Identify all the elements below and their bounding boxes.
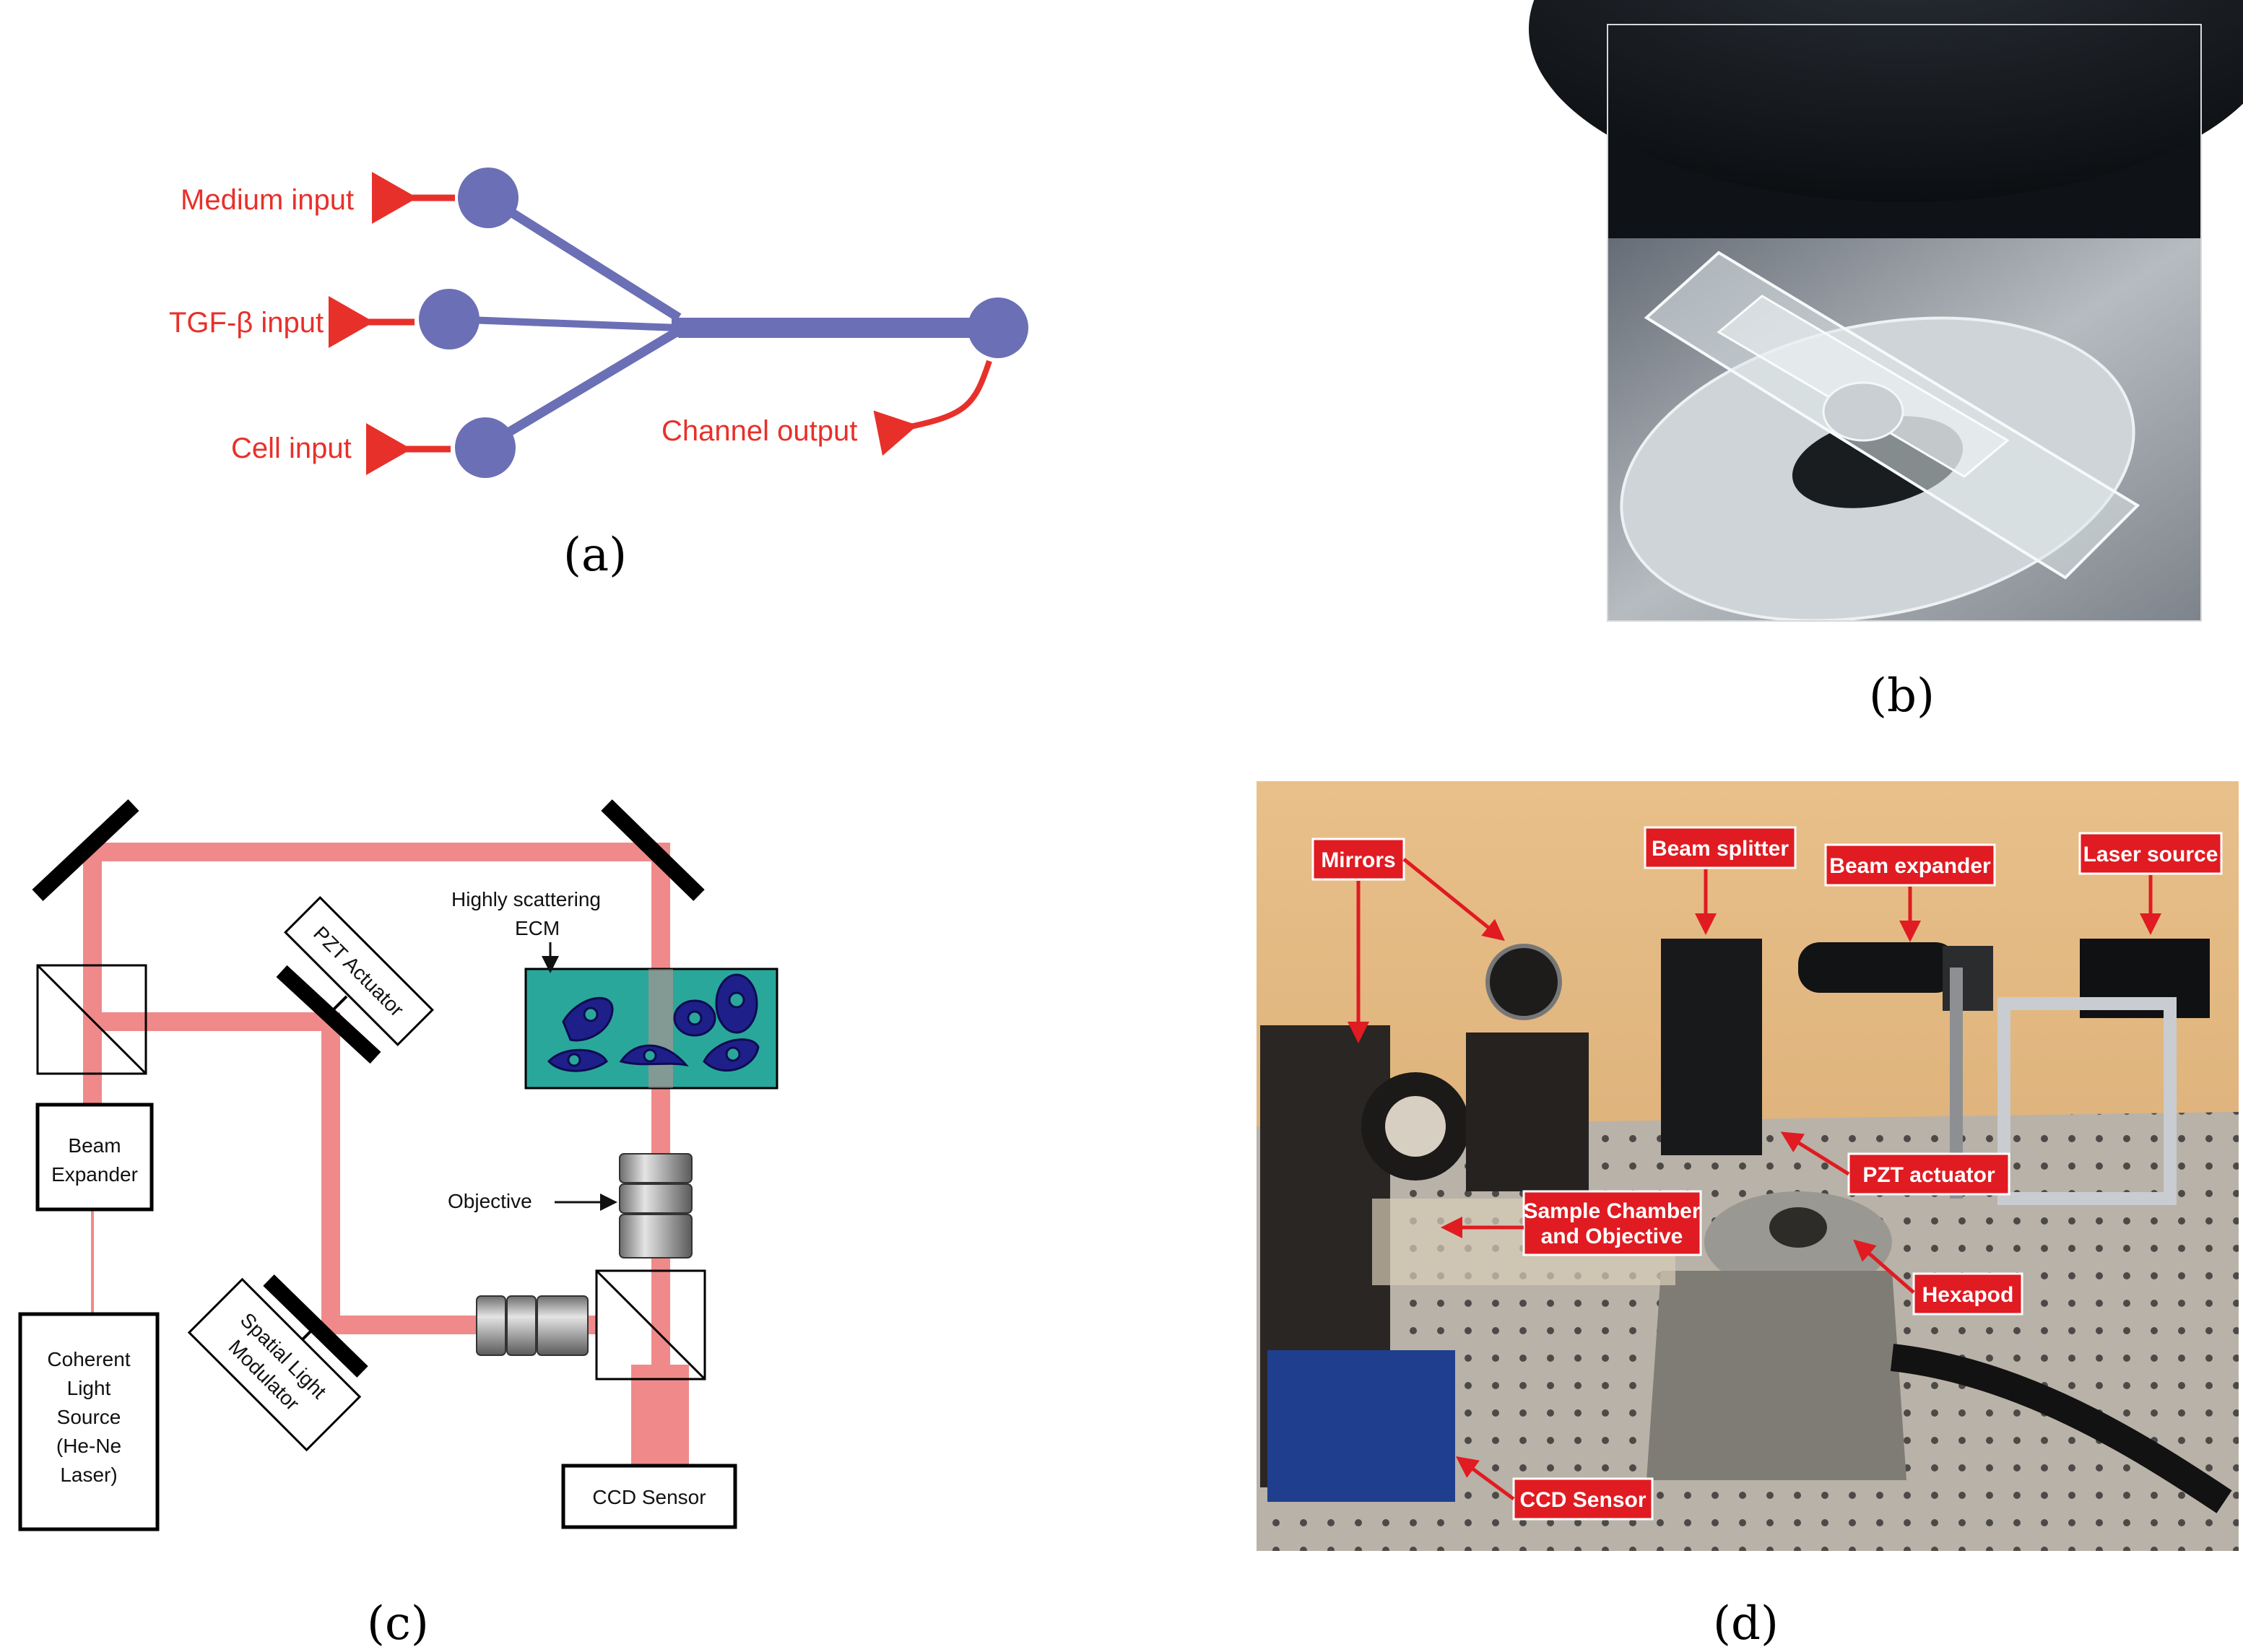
outlet-port (968, 297, 1028, 358)
panel-d-photo-optical-bench: Mirrors Beam splitter Beam expander Lase… (1257, 781, 2239, 1651)
panel-b-photo-microfluidic-chip: (b) (1529, 0, 2243, 723)
ccd-sensor-box: CCD Sensor (561, 1464, 737, 1529)
tag-hexapod: Hexapod (1912, 1272, 2023, 1316)
tag-pointers (1348, 858, 2161, 1501)
svg-text:Beam splitter: Beam splitter (1652, 837, 1789, 861)
tgf-inlet-port (419, 289, 480, 349)
svg-text:PZT actuator: PZT actuator (1862, 1163, 1995, 1187)
svg-text:Beam expander: Beam expander (1829, 854, 1991, 878)
mirror-slm (263, 1274, 368, 1378)
tgf-input-label: TGF-β input (169, 307, 324, 339)
tag-beam-expander: Beam expander (1824, 843, 1996, 887)
coherent-line3: Source (57, 1406, 121, 1428)
svg-text:CCD Sensor: CCD Sensor (1519, 1488, 1646, 1512)
mirror-top-left (32, 799, 139, 902)
panel-a-microfluidic-diagram: Medium input TGF-β input Cell input Chan… (169, 168, 1028, 582)
tag-sample-chamber: Sample Chamber and Objective (1522, 1190, 1702, 1256)
beam-expander-box: Beam Expander (35, 1103, 154, 1212)
mirror-top-right (601, 799, 705, 901)
coherent-line2: Light (67, 1377, 111, 1399)
channel-network (448, 194, 997, 451)
beam-to-ccd (631, 1365, 689, 1473)
ccd-sensor-label: CCD Sensor (592, 1486, 706, 1508)
svg-text:Sample Chamber: Sample Chamber (1523, 1199, 1700, 1223)
tag-ccd-sensor: CCD Sensor (1512, 1477, 1654, 1521)
beam-splitter-right (595, 1269, 706, 1381)
coherent-light-source-box: Coherent Light Source (He-Ne Laser) (18, 1312, 160, 1531)
beam-splitter-left (36, 964, 147, 1075)
beam-expander-line2: Expander (51, 1163, 138, 1186)
medium-input-label: Medium input (181, 184, 354, 216)
tag-mirrors: Mirrors (1311, 838, 1405, 881)
svg-text:Mirrors: Mirrors (1321, 848, 1395, 872)
laser-beam-path (83, 843, 670, 1365)
svg-text:and Objective: and Objective (1541, 1225, 1683, 1248)
cell-inlet-port (455, 417, 516, 478)
objective-label: Objective (448, 1190, 532, 1212)
medium-inlet-port (458, 168, 519, 228)
tag-beam-splitter: Beam splitter (1644, 826, 1797, 869)
ecm-sample (524, 968, 778, 1090)
caption-c: (c) (367, 1597, 429, 1651)
coherent-line5: Laser) (60, 1464, 117, 1486)
cell-shapes (547, 973, 760, 1072)
output-arrow (873, 360, 992, 456)
scatter-label-line1: Highly scattering (451, 888, 601, 910)
objective-horizontal (476, 1295, 589, 1356)
cell-input-label: Cell input (231, 432, 352, 464)
tag-laser-source: Laser source (2078, 832, 2223, 875)
slm-box: Spatial Light Modulator (187, 1277, 362, 1452)
caption-b: (b) (1869, 669, 1935, 723)
svg-text:Laser source: Laser source (2083, 843, 2218, 866)
panel-c-optical-setup-schematic: PZT Actuator Spatial Light Modulator Bea… (18, 799, 778, 1651)
caption-d: (d) (1713, 1597, 1779, 1651)
beam-expander-line1: Beam (68, 1134, 121, 1157)
scatter-label-line2: ECM (515, 917, 560, 939)
pzt-stem (327, 995, 348, 1016)
channel-output-label: Channel output (661, 415, 857, 447)
caption-a: (a) (563, 529, 627, 582)
coherent-line4: (He-Ne (56, 1435, 121, 1457)
coherent-line1: Coherent (47, 1348, 130, 1370)
objective-vertical (619, 1153, 693, 1258)
svg-text:Hexapod: Hexapod (1922, 1283, 2014, 1307)
tag-pzt-actuator: PZT actuator (1847, 1152, 2010, 1196)
